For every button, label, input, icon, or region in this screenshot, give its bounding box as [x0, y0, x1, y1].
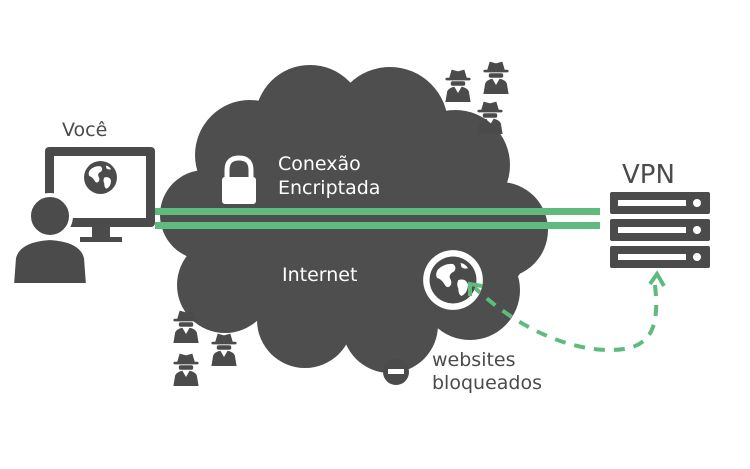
monitor-icon — [45, 147, 155, 242]
spy-icon — [211, 333, 237, 366]
person-icon — [9, 193, 91, 287]
lock-icon — [222, 155, 256, 204]
globe-icon — [423, 250, 483, 310]
server-icon — [610, 192, 710, 268]
you-label: Você — [62, 119, 107, 141]
encrypted-label: Conexão Encriptada — [278, 153, 380, 199]
encrypted-label-line-1: Conexão — [278, 153, 361, 175]
blocked-label-line-2: bloqueados — [432, 372, 542, 394]
spy-icon — [483, 61, 509, 94]
user-computer — [9, 147, 155, 287]
internet-label: Internet — [282, 264, 357, 286]
blocked-label-line-1: websites — [432, 349, 516, 371]
spy-icon — [173, 353, 199, 386]
encrypted-label-line-2: Encriptada — [278, 177, 380, 199]
minus-circle-icon — [383, 359, 409, 385]
vpn-label: VPN — [622, 160, 675, 190]
spy-icon — [445, 69, 471, 102]
encrypted-tunnel — [155, 208, 600, 229]
blocked-label: websites bloqueados — [432, 349, 542, 394]
bypass-arrow — [468, 270, 666, 353]
